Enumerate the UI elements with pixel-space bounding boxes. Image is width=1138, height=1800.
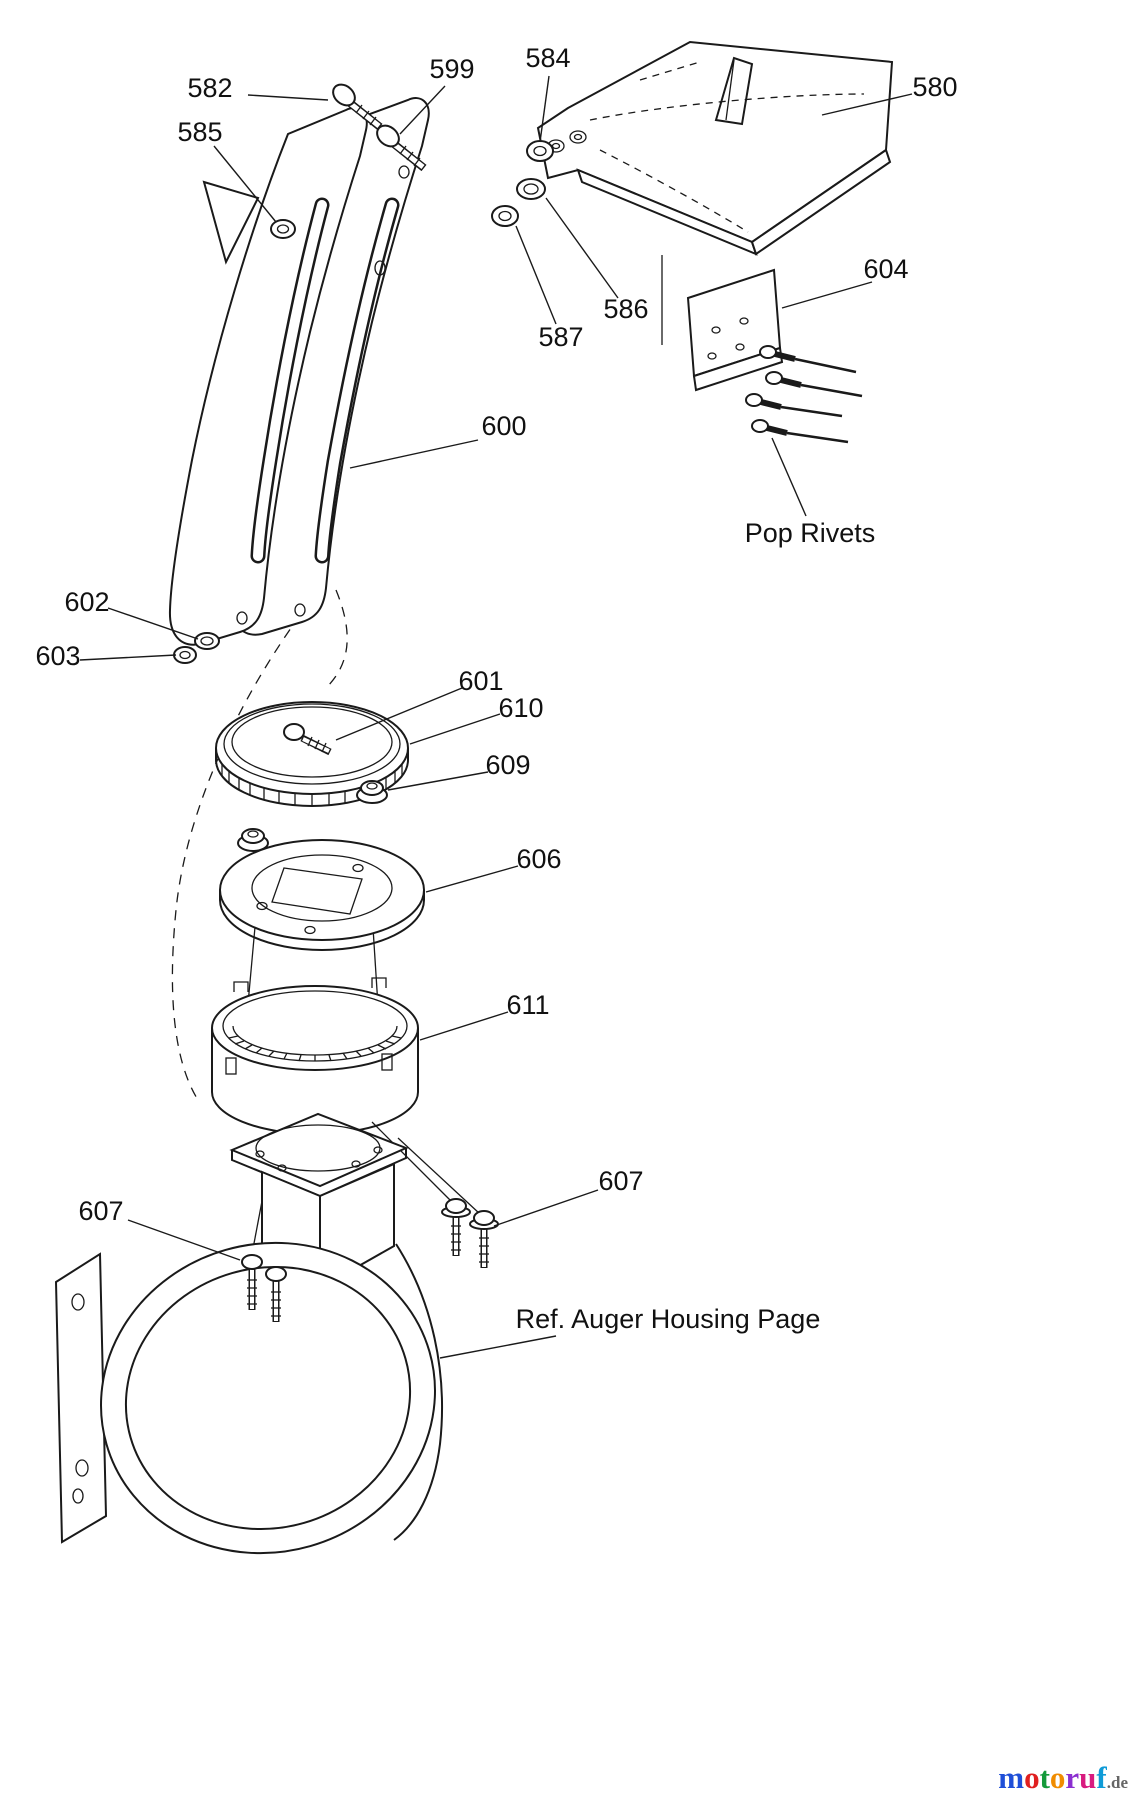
flange-nut-585 (270, 219, 296, 239)
label-607-right: 607 (598, 1166, 643, 1196)
mounting-plate (54, 1252, 108, 1544)
label-603: 603 (35, 641, 80, 671)
watermark-letter: t (1039, 1760, 1050, 1795)
watermark-motoruf: motoruf.de (998, 1760, 1128, 1796)
carriage-bolt-599 (376, 124, 427, 172)
label-ref-auger-housing: Ref. Auger Housing Page (516, 1304, 821, 1334)
carriage-bolt-601 (283, 723, 332, 756)
label-584: 584 (525, 43, 570, 73)
hex-nut-587 (491, 205, 519, 227)
watermark-letter: u (1079, 1760, 1097, 1795)
label-602: 602 (64, 587, 109, 617)
carriage-bolt-582 (332, 83, 383, 131)
bracket-tab (202, 180, 260, 265)
gear-ring-611 (211, 977, 419, 1135)
hex-nut-584 (526, 140, 554, 162)
label-611: 611 (506, 990, 549, 1020)
flange-nut-609-left (237, 828, 269, 852)
label-601: 601 (458, 666, 503, 696)
washer-602 (194, 632, 220, 650)
label-610: 610 (498, 693, 543, 723)
watermark-letter: o (1024, 1760, 1040, 1795)
label-pop-rivets: Pop Rivets (745, 518, 876, 548)
part-labels: 582 599 584 580 585 604 586 587 600 Pop … (35, 43, 957, 1334)
deflector-fin (714, 56, 754, 126)
label-587: 587 (538, 322, 583, 352)
watermark-letter: r (1065, 1760, 1080, 1795)
flange-nut-609-right (356, 780, 388, 804)
label-582: 582 (187, 73, 232, 103)
bolts-607-right (441, 1198, 499, 1268)
gear-teeth (228, 1035, 402, 1062)
label-586: 586 (603, 294, 648, 324)
hex-nut-603 (173, 646, 197, 664)
bolts-607-left (241, 1254, 287, 1322)
watermark-letter: m (998, 1760, 1025, 1795)
watermark-letter: o (1049, 1760, 1066, 1795)
chute-base-assembly (54, 1112, 481, 1555)
label-580: 580 (912, 72, 957, 102)
label-600: 600 (481, 411, 526, 441)
chute-elbow-opening (100, 1241, 436, 1555)
washer-586 (516, 178, 546, 200)
watermark-letter: f (1096, 1760, 1107, 1795)
deflector-plate-580 (536, 40, 894, 256)
retainer-ring-606 (219, 839, 425, 951)
pop-rivets (745, 345, 863, 444)
rotation-ring-610 (215, 701, 409, 807)
label-607-left: 607 (78, 1196, 123, 1226)
label-585: 585 (177, 117, 222, 147)
label-604: 604 (863, 254, 908, 284)
label-599: 599 (429, 54, 474, 84)
watermark-suffix: .de (1106, 1773, 1128, 1792)
label-609: 609 (485, 750, 530, 780)
rivet-plate-604 (661, 255, 784, 392)
label-606: 606 (516, 844, 561, 874)
leader-lines (79, 75, 913, 1359)
chute-bracket-600 (168, 97, 430, 646)
